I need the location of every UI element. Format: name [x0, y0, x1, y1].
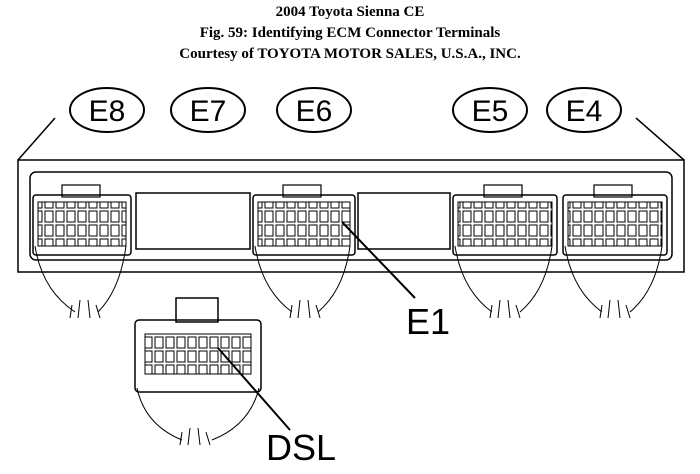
- leader-e1: [341, 221, 416, 299]
- label-e5: E5: [472, 95, 509, 128]
- ecm-housing: [17, 117, 685, 273]
- connector-e7: [135, 192, 251, 250]
- connector-e4: [562, 184, 668, 319]
- callout-e7: E7: [170, 87, 246, 133]
- label-e4: E4: [566, 95, 603, 128]
- connector-e6: [252, 184, 356, 319]
- leader-dsl: [217, 347, 291, 431]
- label-e8: E8: [89, 95, 126, 128]
- label-e1: E1: [406, 301, 450, 342]
- callout-e6: E6: [276, 87, 352, 133]
- label-e6: E6: [296, 95, 333, 128]
- caption-title: 2004 Toyota Sienna CE: [275, 4, 425, 20]
- caption-courtesy: Courtesy of TOYOTA MOTOR SALES, U.S.A., …: [179, 46, 521, 62]
- callout-e4: E4: [546, 87, 622, 133]
- connector-e5: [452, 184, 558, 319]
- empty-socket: [357, 192, 451, 250]
- caption-figure: Fig. 59: Identifying ECM Connector Termi…: [199, 25, 501, 41]
- connector-dsl: [134, 297, 262, 446]
- callout-e8: E8: [69, 87, 145, 133]
- label-e7: E7: [190, 95, 227, 128]
- label-dsl: DSL: [266, 427, 336, 468]
- callout-e5: E5: [452, 87, 528, 133]
- connector-e8: [32, 184, 132, 319]
